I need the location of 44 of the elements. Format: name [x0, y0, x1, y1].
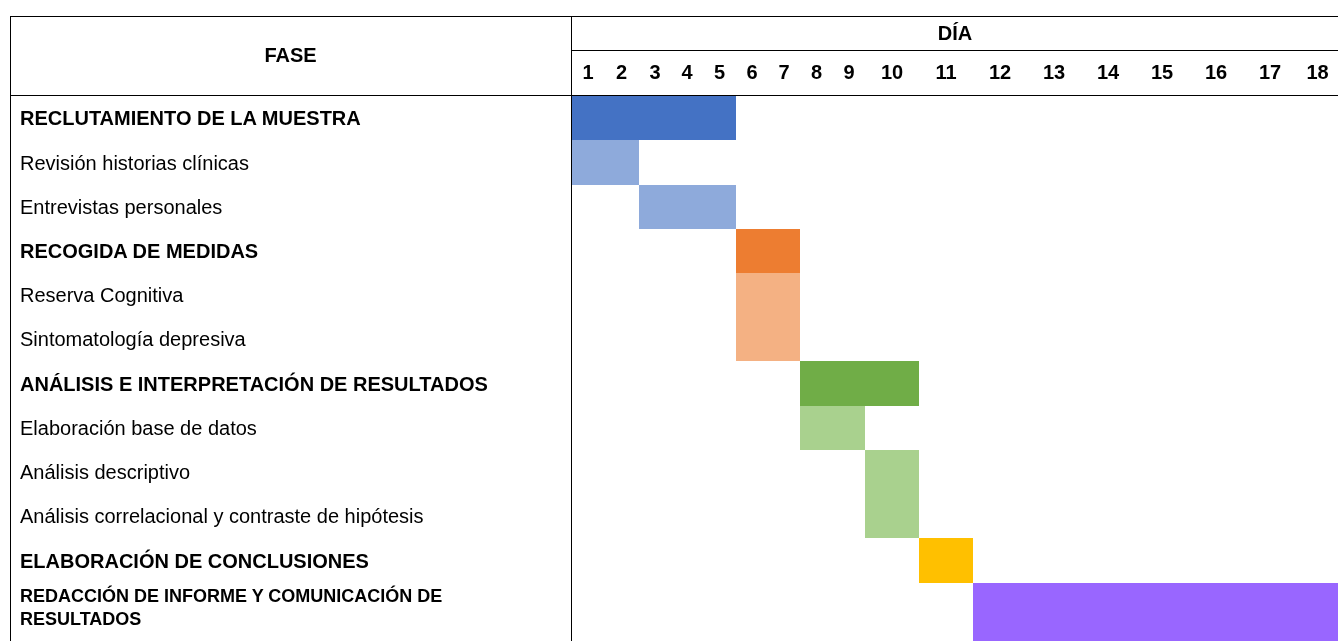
task-label: Análisis correlacional y contraste de hipótesis [20, 504, 424, 529]
day-number: 18 [1306, 61, 1329, 84]
day-number: 16 [1204, 61, 1228, 84]
day-number: 5 [713, 61, 726, 84]
day-number: 13 [1042, 61, 1066, 84]
phase-label: REDACCIÓN DE INFORME Y COMUNICACIÓN DE RESULTADOS [20, 584, 444, 632]
day-number: 6 [746, 61, 758, 84]
day-number: 8 [810, 61, 823, 84]
phase-label: ELABORACIÓN DE CONCLUSIONES [20, 548, 369, 574]
task-label: Análisis descriptivo [20, 460, 191, 485]
day-number: 12 [988, 61, 1012, 84]
phase-label: RECLUTAMIENTO DE LA MUESTRA [20, 106, 361, 131]
gantt-bar [973, 583, 1338, 641]
gantt-bar [639, 185, 736, 229]
day-number: 9 [843, 61, 855, 84]
task-label: Sintomatología depresiva [20, 327, 246, 352]
gantt-bar [572, 96, 736, 140]
day-number: 11 [935, 61, 957, 84]
day-number: 2 [615, 61, 628, 84]
gantt-bar [865, 494, 919, 538]
gantt-bar [736, 317, 800, 361]
column-header: FASE [264, 44, 317, 67]
day-number: 15 [1150, 61, 1174, 84]
task-label: Elaboración base de datos [20, 416, 257, 441]
gantt-bar [800, 406, 865, 450]
task-label: Revisión historias clínicas [20, 150, 249, 176]
gantt-bar [736, 273, 800, 317]
day-number: 14 [1096, 61, 1120, 84]
task-label: Reserva Cognitiva [20, 283, 184, 308]
day-number: 1 [582, 61, 594, 84]
gantt-bar [865, 450, 919, 494]
task-label: Entrevistas personales [20, 195, 223, 220]
phase-label: RECOGIDA DE MEDIDAS [20, 239, 259, 264]
day-number: 7 [778, 61, 790, 84]
gantt-bar [919, 538, 973, 583]
column-header: DÍA [937, 21, 973, 45]
day-number: 3 [649, 61, 661, 84]
day-number: 10 [880, 61, 904, 84]
day-number: 4 [681, 61, 693, 84]
phase-label: ANÁLISIS E INTERPRETACIÓN DE RESULTADOS [20, 371, 488, 397]
gantt-bar [800, 361, 919, 406]
day-number: 17 [1258, 61, 1282, 84]
gantt-bar [736, 229, 800, 273]
gantt-bar [572, 140, 639, 185]
